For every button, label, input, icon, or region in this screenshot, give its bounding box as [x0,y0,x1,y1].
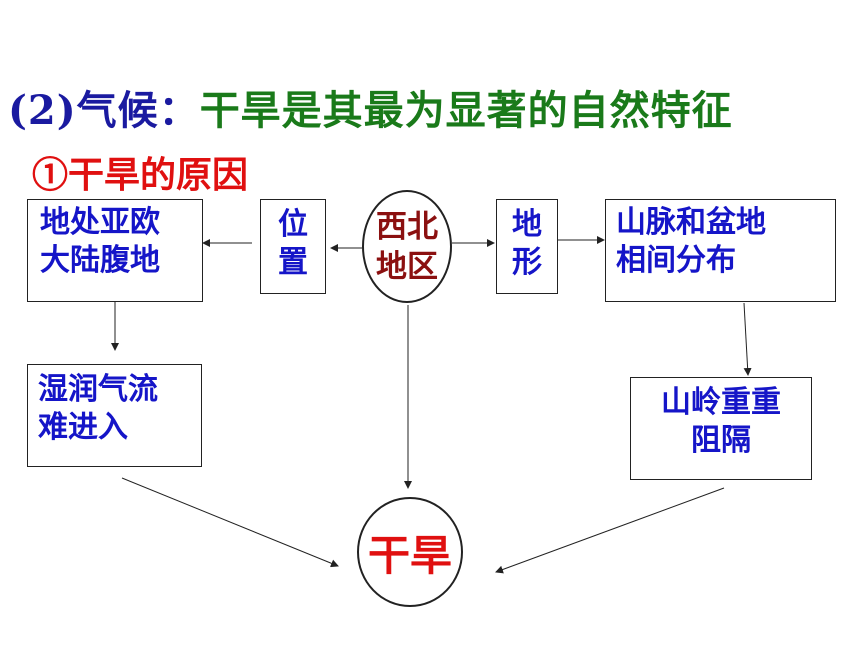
node-inland-text: 地处亚欧 大陆腹地 [40,205,160,278]
node-result-drought-text: 干旱 [367,530,452,580]
node-terrain-tag-text: 地 形 [512,207,542,280]
node-terrain-tag: 地 形 [496,199,558,294]
node-center-region-text: 西北 地区 [376,208,438,285]
node-center-region: 西北 地区 [362,190,452,303]
node-humid-air: 湿润气流 难进入 [27,364,202,467]
arrow-mountains-to-barrier [743,302,752,376]
page-title: (2)气候：干旱是其最为显著的自然特征 [8,78,733,136]
arrow-humid-to-result [121,477,339,568]
node-location-tag: 位 置 [260,199,326,294]
node-mountains-basins-text: 山脉和盆地 相间分布 [616,205,766,278]
title-prefix: (2)气候： [8,87,200,134]
arrow-barrier-to-result [495,487,725,574]
node-mountain-barrier-text: 山岭重重 阻隔 [661,385,781,458]
node-mountain-barrier: 山岭重重 阻隔 [630,377,812,480]
node-result-drought: 干旱 [357,497,463,607]
node-mountains-basins: 山脉和盆地 相间分布 [605,199,836,302]
section-subtitle: ①干旱的原因 [32,154,249,196]
node-location-tag-text: 位 置 [278,207,308,280]
node-humid-air-text: 湿润气流 难进入 [38,372,158,445]
title-text: 干旱是其最为显著的自然特征 [199,87,733,134]
node-inland: 地处亚欧 大陆腹地 [27,199,203,302]
